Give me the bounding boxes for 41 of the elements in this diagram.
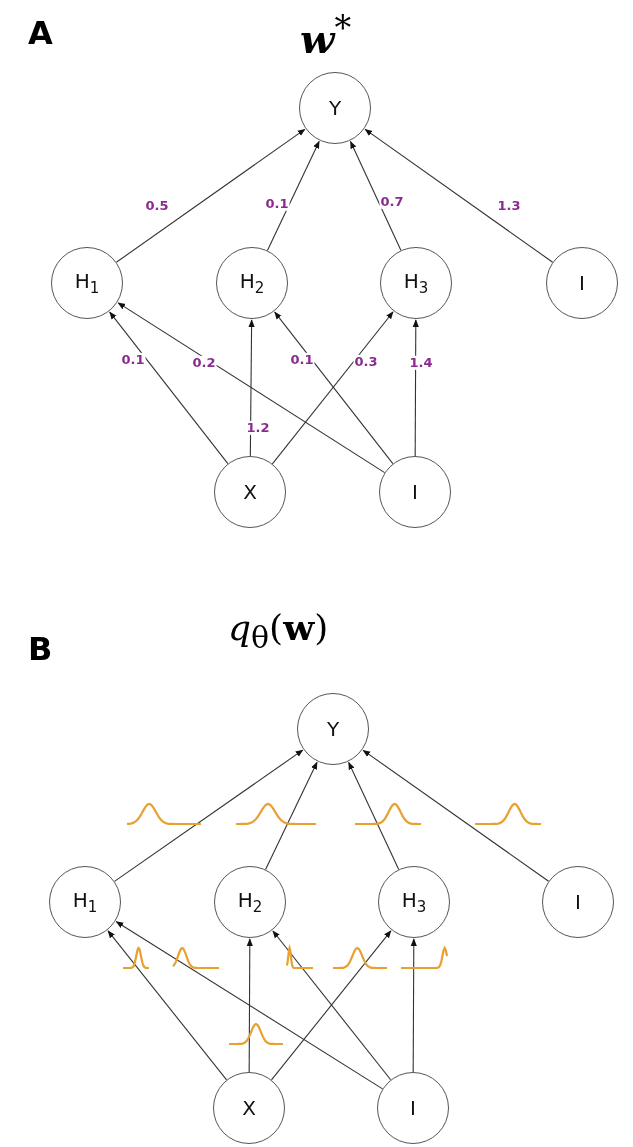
- arrow: [348, 761, 400, 870]
- node-label: I: [579, 273, 585, 293]
- node-label: H$_{3}$: [401, 889, 427, 915]
- edge-label: 1.4: [408, 355, 434, 371]
- arrow: [265, 761, 318, 871]
- node-label: H$_{3}$: [403, 270, 429, 296]
- arrow: [109, 311, 229, 465]
- arrow: [114, 749, 304, 882]
- edge-label: 0.1: [289, 352, 315, 368]
- arrow: [115, 128, 306, 263]
- arrow: [107, 930, 228, 1081]
- arrow: [412, 319, 419, 457]
- panel-heading: q$_{θ}$(w): [228, 606, 329, 656]
- node-label: H$_{2}$: [237, 889, 263, 915]
- node-label: H$_{1}$: [72, 889, 98, 915]
- node-label: Y: [328, 98, 342, 118]
- node-label: Y: [326, 719, 340, 739]
- node-label: H$_{1}$: [74, 270, 100, 296]
- edge-label: 0.7: [379, 194, 405, 210]
- neuron-circle: [297, 693, 369, 765]
- neuron-circle: [299, 72, 371, 144]
- arrow: [246, 938, 253, 1073]
- node-label: I: [575, 892, 581, 912]
- arrow: [248, 319, 255, 457]
- node-label: X: [242, 1098, 256, 1118]
- arrow: [115, 921, 384, 1090]
- arrow: [364, 128, 554, 263]
- node-label: I: [412, 482, 418, 502]
- node-label: X: [243, 482, 257, 502]
- arrow: [117, 302, 386, 474]
- arrow: [362, 749, 550, 882]
- edge-label: 0.1: [264, 196, 290, 212]
- panel-letter: B: [28, 630, 53, 668]
- arrow: [266, 140, 320, 251]
- panel-heading: w$^{*}$: [300, 8, 352, 63]
- node-label: H$_{2}$: [239, 270, 265, 296]
- arrow: [410, 938, 417, 1073]
- arrow: [350, 140, 402, 251]
- node-label: I: [410, 1098, 416, 1118]
- panel-letter: A: [28, 14, 53, 52]
- edge-label: 1.2: [245, 420, 271, 436]
